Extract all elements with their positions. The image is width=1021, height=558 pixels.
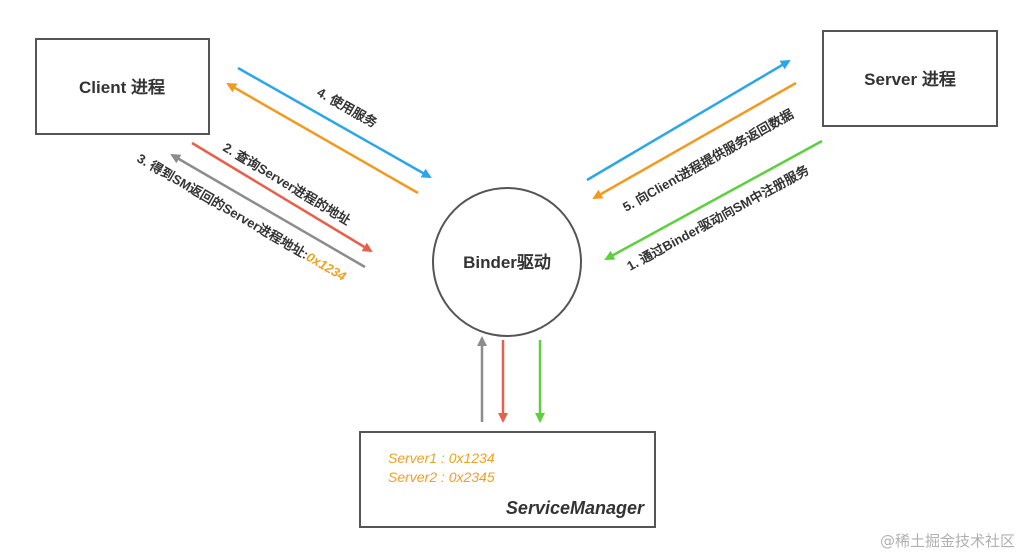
service-manager-entry-2: Server2 : 0x2345 xyxy=(388,469,495,485)
server-process-box: Server 进程 xyxy=(822,30,998,127)
label-step-4: 4. 使用服务 xyxy=(315,85,381,131)
binder-driver-node: Binder驱动 xyxy=(432,187,582,337)
arrow-request-to-server xyxy=(586,59,791,182)
arrow-register-service xyxy=(604,139,823,261)
watermark-text: @稀土掘金技术社区 xyxy=(880,532,1015,550)
label-step-5: 5. 向Client进程提供服务返回数据 xyxy=(620,106,796,214)
arrow-query-server-address xyxy=(191,141,373,253)
service-manager-title: ServiceManager xyxy=(506,498,645,518)
arrow-server-provide-service xyxy=(592,81,797,200)
client-process-label: Client 进程 xyxy=(79,78,165,97)
binder-driver-label: Binder驱动 xyxy=(463,253,551,272)
server-process-label: Server 进程 xyxy=(864,70,956,89)
arrow-return-server-address xyxy=(170,153,366,269)
arrow-return-data-to-client xyxy=(226,82,419,195)
client-process-box: Client 进程 xyxy=(35,38,210,135)
label-step-3-text: 3. 得到SM返回的Server进程地址: xyxy=(134,151,311,262)
service-manager-box: Server1 : 0x1234 Server2 : 0x2345 Servic… xyxy=(359,431,656,528)
service-manager-entry-1: Server1 : 0x1234 xyxy=(388,450,495,466)
label-step-1: 1. 通过Binder驱动向SM中注册服务 xyxy=(624,162,812,274)
arrow-use-service xyxy=(237,66,432,179)
